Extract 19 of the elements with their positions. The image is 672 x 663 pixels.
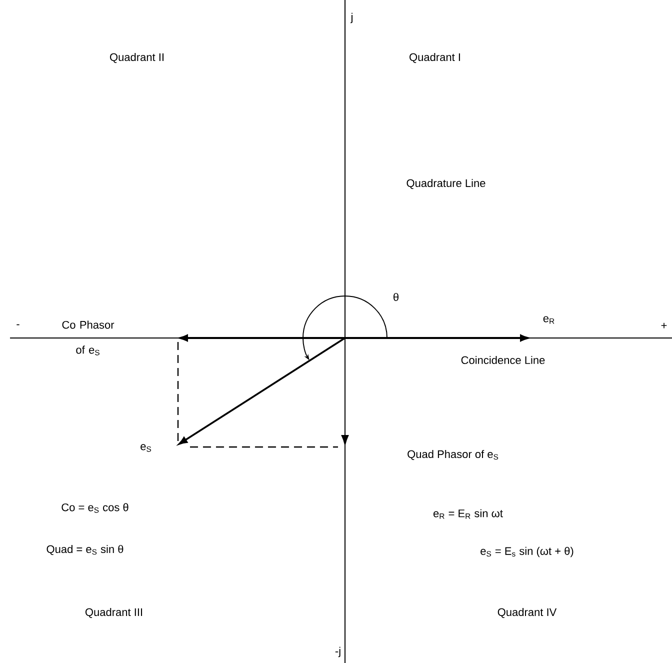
line-label: Coincidence Line [461,356,545,364]
axis-label: j [350,12,352,24]
line-label: Quadrature Line [406,178,486,189]
quadrant-label: Quadrant III [85,608,142,618]
phasor-label: Quad Phasor of e$_{S}$ [408,450,498,460]
formula: Quad = e$_{S}$ sin θ [46,544,124,555]
formula: e$_{S}$ = E$_{s}$ sin (ωt + θ) [480,546,574,558]
quadrant-label: Quadrant IV [498,608,557,618]
phasor-label: e$_{R}$ [543,316,554,324]
sign-label: + [661,322,667,328]
sign-label: - [16,324,20,326]
formula: e$_{R}$ = E$_{R}$ sin ωt [434,509,503,519]
formula: Co = e$_{S}$ cos θ [62,503,128,513]
quadrant-label: Quadrant II [110,52,164,64]
phasor-label: e$_{S}$ [140,444,152,452]
angle-label: θ [394,292,398,302]
quadrant-label: Quadrant I [410,52,460,64]
axis-label: -j [335,646,340,658]
phasor-label: Co Phasor of e$_{S}$ [62,320,114,356]
